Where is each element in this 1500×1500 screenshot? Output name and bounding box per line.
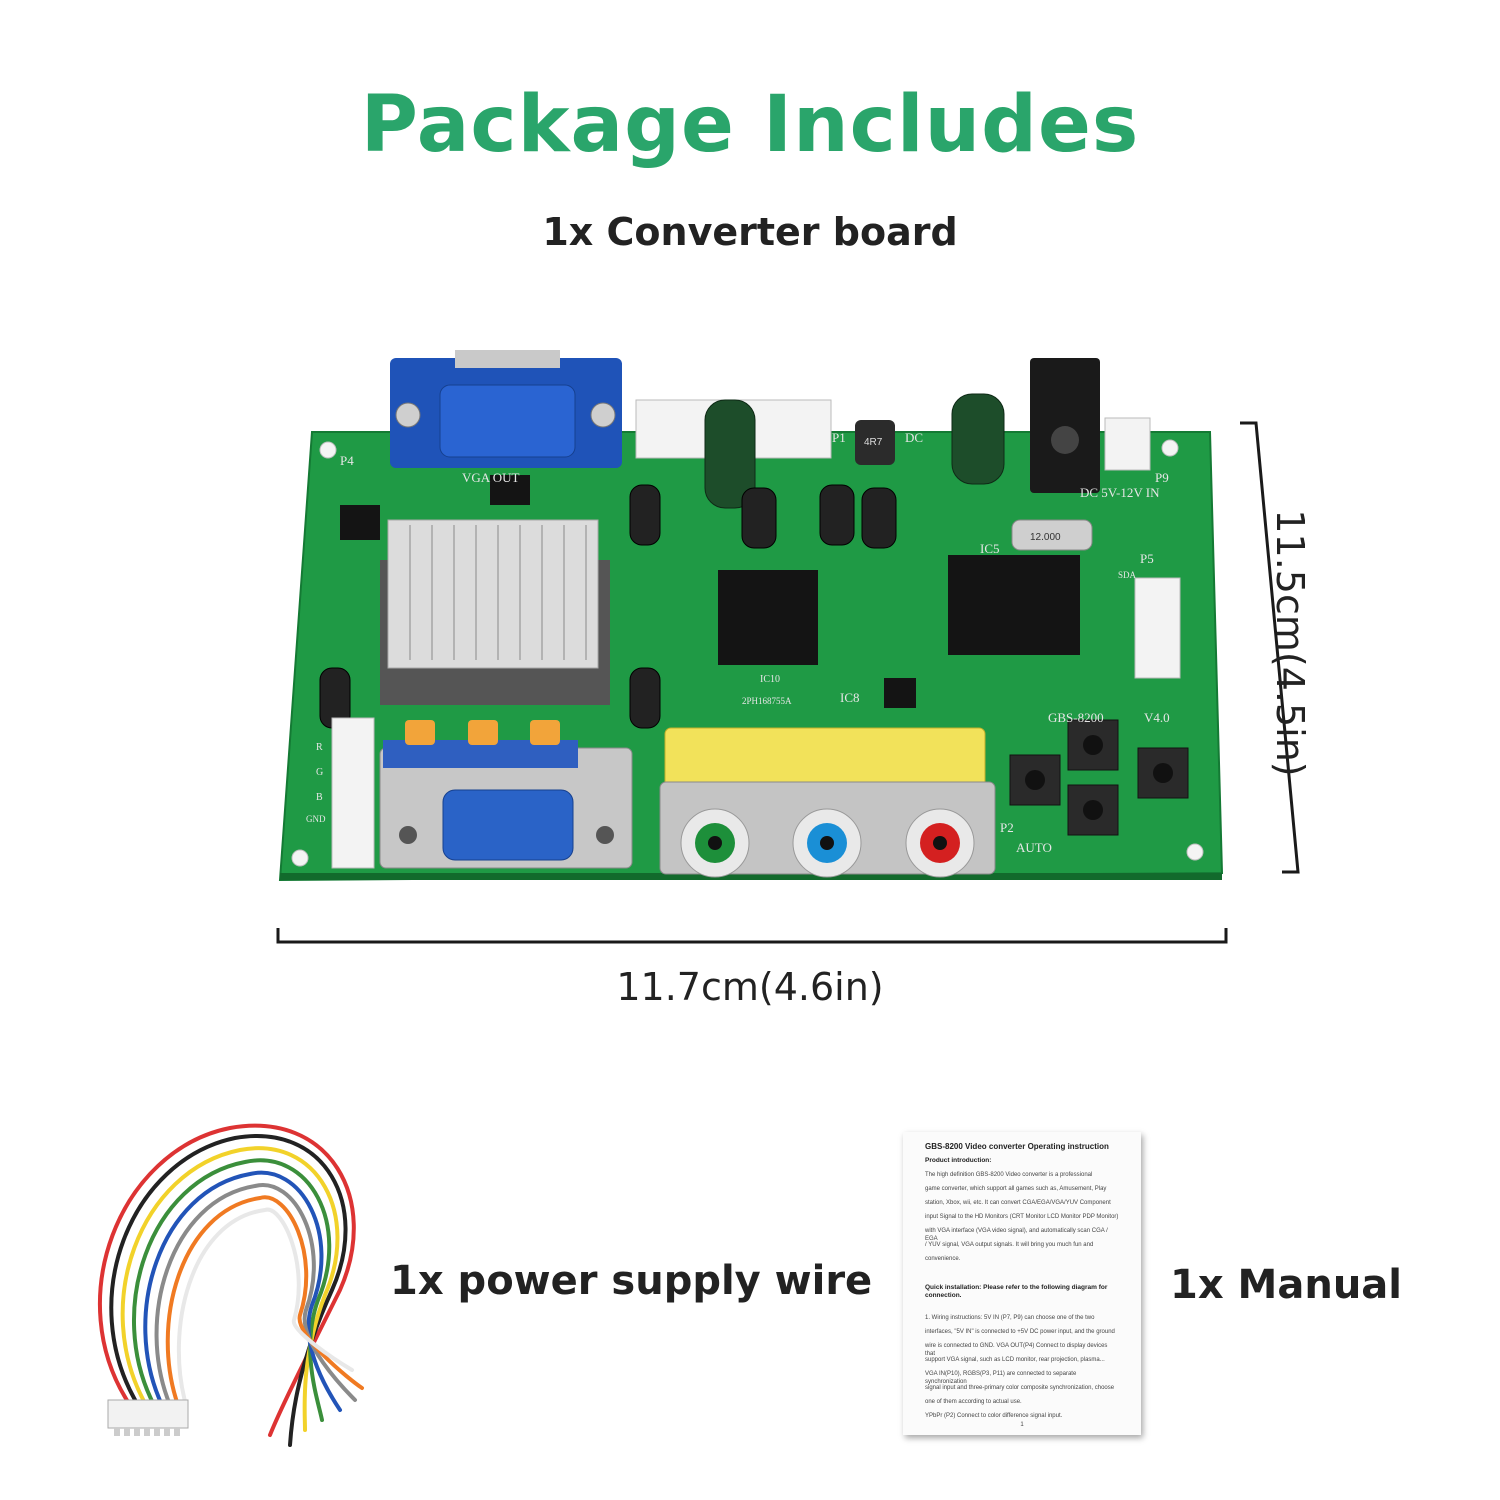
silk-inductor: 4R7 (864, 437, 883, 448)
silk-dc-in: DC 5V-12V IN (1080, 485, 1160, 500)
manual-install-line: 1. Wiring instructions: 5V IN (P7, P9) c… (925, 1315, 1095, 1321)
manual-image: GBS-8200 Video converter Operating instr… (903, 1132, 1141, 1435)
silk-p1: P1 (832, 430, 846, 445)
silk-p9: P9 (1155, 470, 1169, 485)
manual-intro-heading: Product introduction: (925, 1157, 992, 1164)
silk-ic8: IC8 (840, 690, 860, 705)
manual-label: 1x Manual (1170, 1262, 1403, 1308)
manual-intro-line: station, Xbox, wii, etc. It can convert … (925, 1200, 1111, 1206)
manual-intro-line: The high definition GBS-8200 Video conve… (925, 1172, 1093, 1178)
manual-install-line: YPbPr (P2) Connect to color difference s… (925, 1413, 1063, 1419)
silk-gnd: GND (306, 814, 326, 824)
silk-p2: P2 (1000, 820, 1014, 835)
width-dimension-label: 11.7cm(4.6in) (616, 965, 884, 1009)
height-dimension-text: 11.5cm(4.5in) (1268, 509, 1312, 777)
silk-version: V4.0 (1144, 710, 1170, 725)
silk-auto: AUTO (1016, 840, 1052, 855)
silk-model: GBS-8200 (1048, 710, 1104, 725)
manual-install-line: interfaces, "5V IN" is connected to +5V … (925, 1329, 1115, 1335)
manual-install-line: support VGA signal, such as LCD monitor,… (925, 1357, 1105, 1363)
manual-install-line: VGA IN(P10), RGBS(P3, P11) are connected… (925, 1371, 1077, 1385)
manual-install-line: one of them according to actual use. (925, 1399, 1022, 1405)
silk-crystal: 12.000 (1030, 532, 1061, 543)
page-title: Package Includes (360, 80, 1140, 170)
silk-p5: P5 (1140, 551, 1154, 566)
converter-board-label: 1x Converter board (542, 210, 958, 254)
silk-chip-text: 2PH168755A (742, 696, 792, 706)
silk-ic10: IC10 (760, 674, 780, 685)
silk-vga-out: VGA OUT (462, 470, 519, 485)
manual-install-heading: Quick installation: Please refer to the … (925, 1284, 1108, 1299)
power-supply-wire-image (97, 1123, 364, 1447)
silk-r: R (316, 742, 323, 753)
manual-install-line: signal input and three-primary color com… (925, 1385, 1115, 1391)
silk-g: G (316, 767, 323, 778)
manual-intro-line: convenience. (925, 1256, 961, 1262)
manual-intro-line: input Signal to the HD Monitors (CRT Mon… (925, 1214, 1119, 1220)
manual-install-line: wire is connected to GND. VGA OUT(P4) Co… (925, 1343, 1108, 1357)
silk-ic5: IC5 (980, 541, 1000, 556)
converter-board-image: P4 VGA OUT P1 DC DC 5V-12V IN P9 IC5 P5 … (278, 350, 1224, 882)
manual-page-number: 1 (1020, 1422, 1024, 1428)
manual-intro-line: game converter, which support all games … (925, 1186, 1107, 1192)
power-supply-wire-label: 1x power supply wire (390, 1258, 873, 1304)
silk-p4: P4 (340, 453, 354, 468)
manual-heading: GBS-8200 Video converter Operating instr… (925, 1142, 1109, 1151)
silk-dc: DC (905, 430, 923, 445)
silk-b: B (316, 792, 323, 803)
manual-intro-line: with VGA interface (VGA video signal), a… (925, 1228, 1108, 1242)
silk-sda: SDA (1118, 570, 1137, 580)
dimension-lines (276, 421, 1300, 944)
manual-intro-line: / YUV signal, VGA output signals. It wil… (925, 1242, 1094, 1248)
